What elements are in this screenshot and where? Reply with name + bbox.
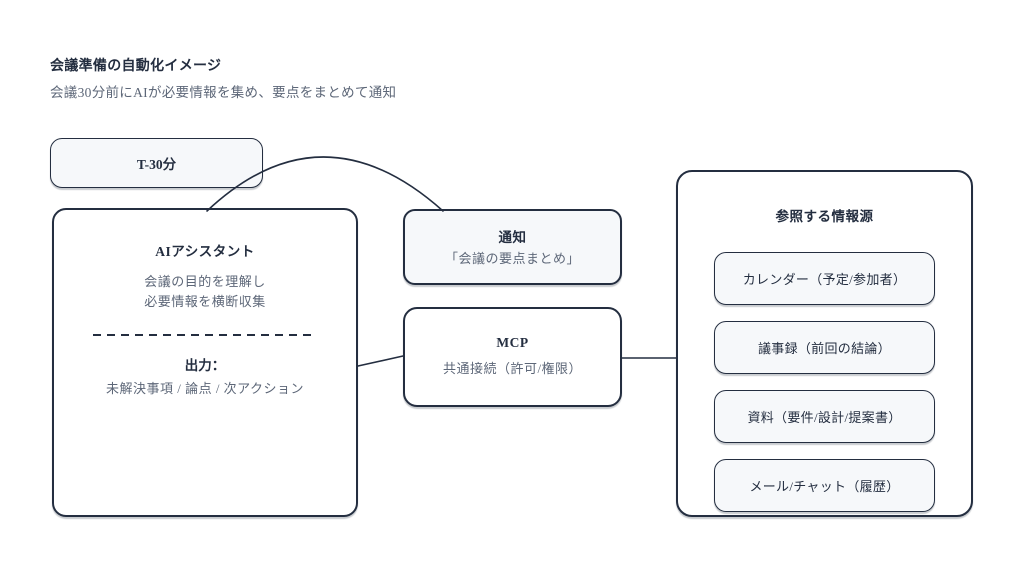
ai-assistant-desc-line1: 会議の目的を理解し [144, 274, 266, 289]
source-item-documents: 資料（要件/設計/提案書） [714, 390, 935, 443]
page-subtitle: 会議30分前にAIが必要情報を集め、要点をまとめて通知 [50, 85, 397, 100]
sources-panel: 参照する情報源 カレンダー（予定/参加者） 議事録（前回の結論） 資料（要件/設… [676, 170, 973, 517]
mcp-title: MCP [496, 335, 529, 350]
source-item-mail-chat: メール/チャット（履歴） [714, 459, 935, 512]
sources-item-list: カレンダー（予定/参加者） 議事録（前回の結論） 資料（要件/設計/提案書） メ… [678, 252, 971, 528]
page-title: 会議準備の自動化イメージ [50, 59, 222, 74]
ai-assistant-node: AIアシスタント 会議の目的を理解し 必要情報を横断収集 出力： 未解決事項 /… [52, 208, 358, 517]
notification-node: 通知 「会議の要点まとめ」 [403, 209, 622, 285]
source-item-calendar: カレンダー（予定/参加者） [714, 252, 935, 305]
sources-panel-title: 参照する情報源 [775, 209, 874, 224]
ai-assistant-description: 会議の目的を理解し 必要情報を横断収集 [144, 272, 266, 312]
notification-subtitle: 「会議の要点まとめ」 [444, 250, 580, 266]
output-label: 出力： [184, 358, 226, 373]
output-items: 未解決事項 / 論点 / 次アクション [105, 381, 305, 396]
timer-node: T-30分 [50, 138, 263, 188]
timer-label: T-30分 [136, 157, 177, 172]
notification-title: 通知 [498, 229, 527, 245]
mcp-subtitle: 共通接続（許可/権限） [442, 361, 583, 376]
dashed-divider [93, 334, 317, 336]
line-assistant-to-mcp [357, 355, 404, 367]
ai-assistant-desc-line2: 必要情報を横断収集 [144, 294, 266, 309]
mcp-node: MCP 共通接続（許可/権限） [403, 307, 622, 407]
ai-assistant-title: AIアシスタント [155, 244, 255, 259]
source-item-minutes: 議事録（前回の結論） [714, 321, 935, 374]
